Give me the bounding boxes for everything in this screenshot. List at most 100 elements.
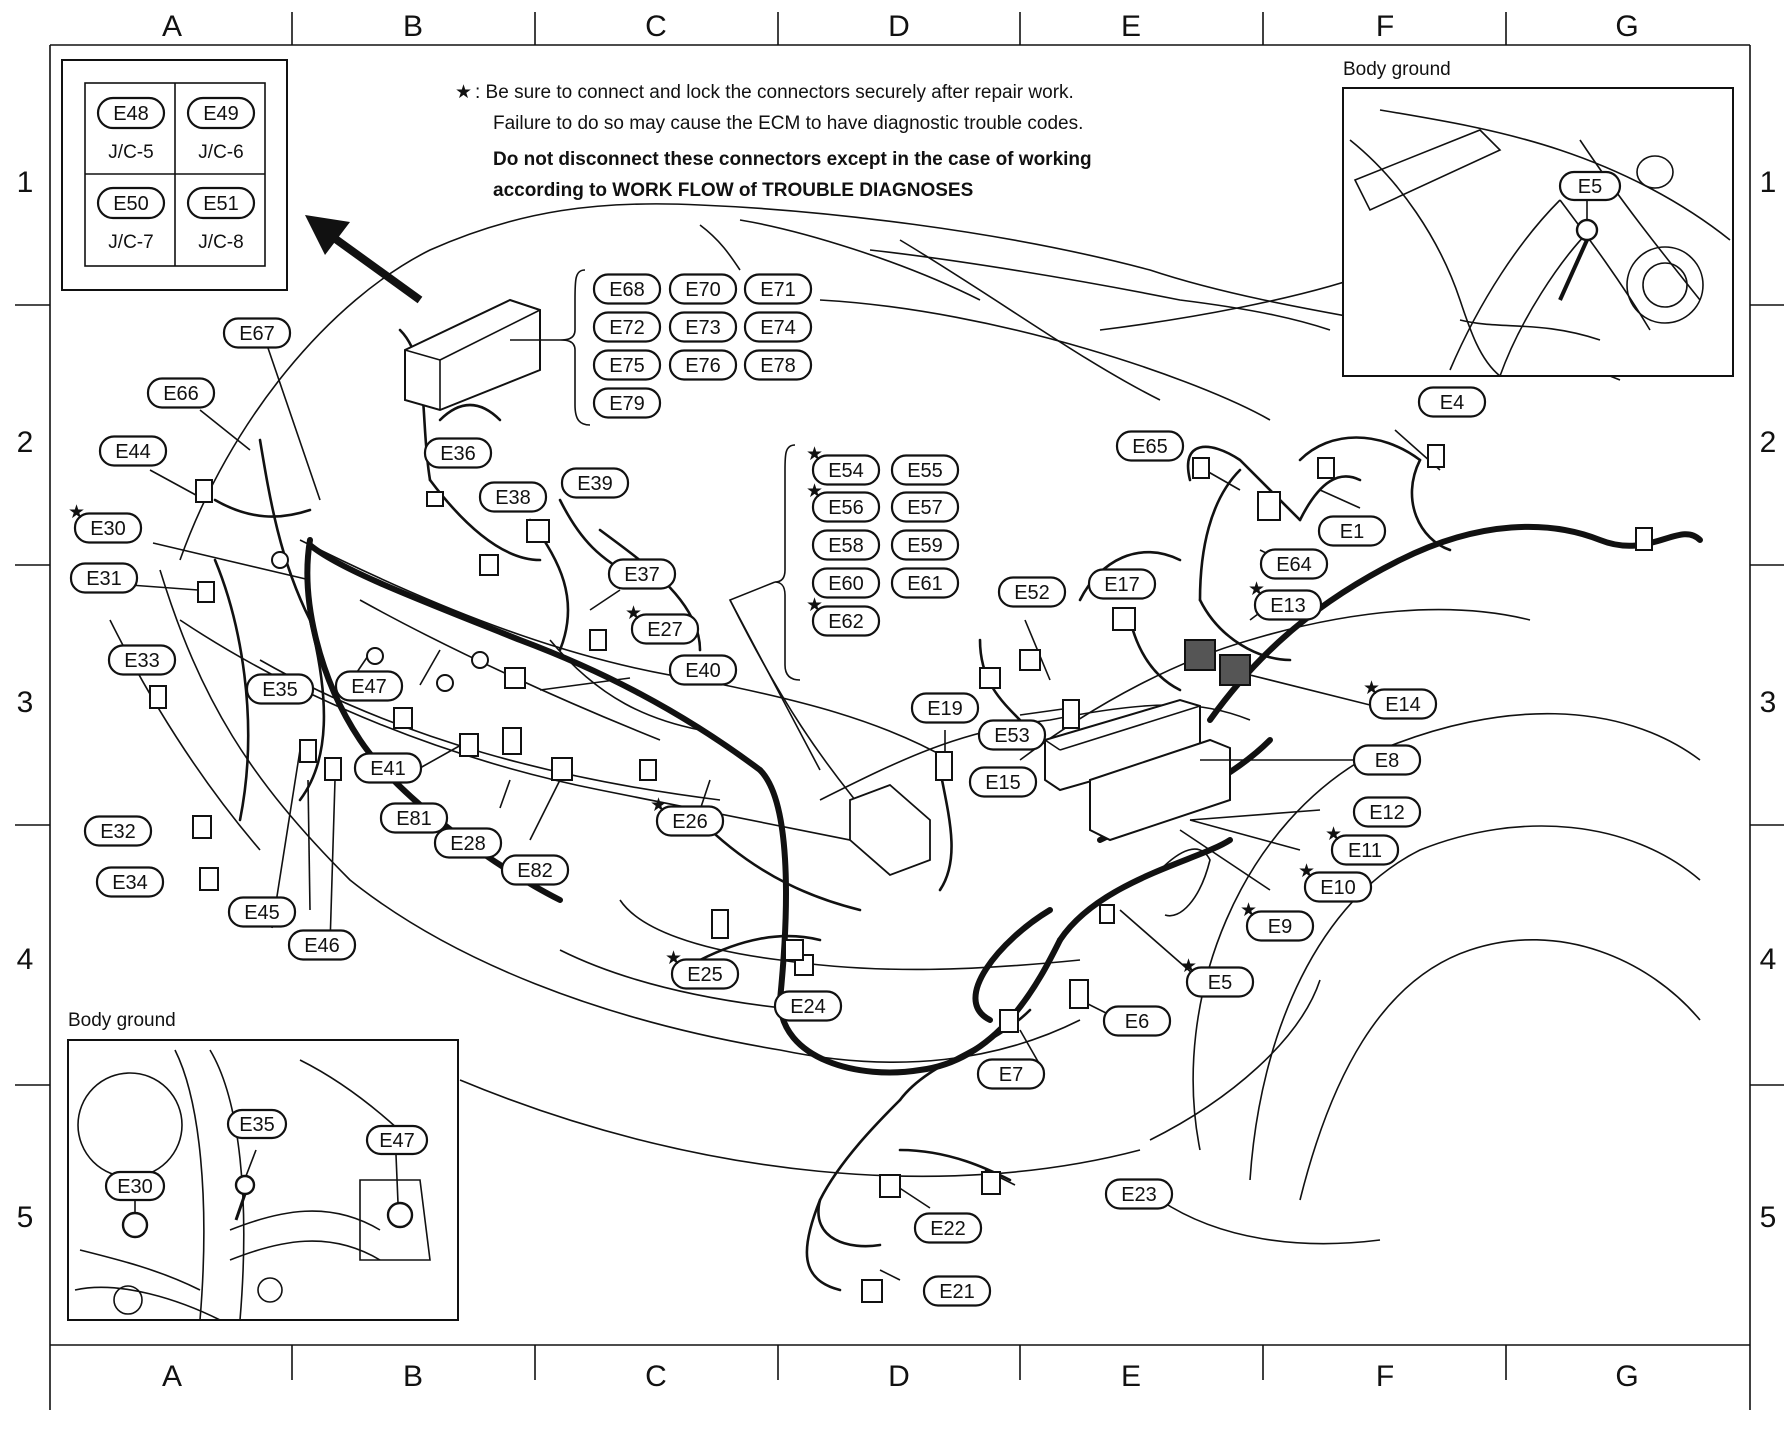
connector-pill <box>890 491 960 523</box>
row-labels-left: 1 2 3 4 5 <box>17 166 34 1234</box>
connector-label-e33: E33 <box>107 644 177 676</box>
connector-pill <box>1104 1178 1174 1210</box>
connector-id: E9 <box>1268 916 1292 938</box>
star-icon: ★ <box>625 603 642 624</box>
jc-label: J/C-7 <box>108 232 153 253</box>
connector-pill <box>743 311 813 343</box>
connector-id: E6 <box>1125 1011 1149 1033</box>
connector-pill <box>592 273 662 305</box>
grid-col-label: D <box>888 1360 910 1393</box>
connector-label-e57: E57 <box>890 491 960 523</box>
grid-col-label: A <box>162 10 182 43</box>
connector-pill <box>379 802 449 834</box>
connector-pill <box>1417 386 1487 418</box>
connector-id: E47 <box>379 1130 415 1152</box>
connector-label-e78: E78 <box>743 349 813 381</box>
connector-label-e9: E9★ <box>1240 900 1315 942</box>
connector-pill <box>69 562 139 594</box>
connector-pill <box>976 1058 1046 1090</box>
connector-label-e61: E61 <box>890 567 960 599</box>
connector-label-e58: E58 <box>811 529 881 561</box>
connector-id: E31 <box>86 568 122 590</box>
connector-pill <box>607 558 677 590</box>
connector-pill <box>146 377 216 409</box>
connector-label-e13: E13★ <box>1248 579 1323 621</box>
grid-row-label: 4 <box>17 943 34 976</box>
jc-cell: E51 J/C-8 <box>186 186 256 253</box>
grid-col-label: D <box>888 10 910 43</box>
connector-pill <box>890 529 960 561</box>
body-ground-inset-bottom: Body ground E35 E30 E47 <box>67 1010 459 1321</box>
connector-label-e35: E35 <box>245 673 315 705</box>
connector-pill <box>592 349 662 381</box>
connector-pill <box>1087 568 1157 600</box>
connector-pill <box>890 567 960 599</box>
star-icon: ★ <box>806 481 823 502</box>
connector-id: E62 <box>828 611 864 633</box>
connector-id: E25 <box>687 964 723 986</box>
connector-id: E36 <box>440 443 476 465</box>
connector-pill <box>287 929 357 961</box>
connector-pill <box>98 435 168 467</box>
grid-frame <box>15 12 1784 1410</box>
connector-pill <box>811 605 881 637</box>
connector-pill <box>890 454 960 486</box>
connector-label-e15: E15 <box>968 766 1038 798</box>
connector-label-e45: E45 <box>227 896 297 928</box>
connector-pill <box>913 1212 983 1244</box>
connector-pill <box>910 692 980 724</box>
connector-id: E50 <box>113 193 149 215</box>
connector-label-e24: E24 <box>773 990 843 1022</box>
connector-id: E67 <box>239 323 275 345</box>
connector-label-e53: E53 <box>977 719 1047 751</box>
connector-label-e40: E40 <box>668 654 738 686</box>
row-labels-right: 1 2 3 4 5 <box>1760 166 1777 1234</box>
connector-label-e60: E60 <box>811 567 881 599</box>
connector-id: E73 <box>685 317 721 339</box>
jc-cell: E48 J/C-5 <box>96 96 166 163</box>
connector-pill <box>968 766 1038 798</box>
connector-pill <box>997 576 1067 608</box>
connector-pill <box>1253 589 1323 621</box>
connector-label-e81: E81 <box>379 802 449 834</box>
connector-id: E5 <box>1208 972 1232 994</box>
connector-id: E70 <box>685 279 721 301</box>
connector-pill <box>433 827 503 859</box>
connector-label-e4: E4 <box>1417 386 1487 418</box>
connector-id: E55 <box>907 460 943 482</box>
connector-label-e19: E19 <box>910 692 980 724</box>
connector-pill <box>353 752 423 784</box>
connector-label-e56: E56★ <box>806 481 881 523</box>
connector-id: E4 <box>1440 392 1464 414</box>
connector-id: E68 <box>609 279 645 301</box>
connector-id: E81 <box>396 808 432 830</box>
star-symbol: ★ <box>455 82 472 103</box>
connector-label-e37: E37 <box>607 558 677 590</box>
grid-col-label: B <box>403 1360 423 1393</box>
connector-label-e17: E17 <box>1087 568 1157 600</box>
connector-label-e38: E38 <box>478 481 548 513</box>
connector-label-e1: E1 <box>1317 515 1387 547</box>
connector-pill <box>500 854 570 886</box>
jc-label: J/C-6 <box>198 142 243 163</box>
connector-id: E44 <box>115 441 151 463</box>
grid-row-label: 2 <box>17 426 34 459</box>
inset-title: Body ground <box>68 1010 176 1031</box>
connector-id: E23 <box>1121 1184 1157 1206</box>
connector-label-e74: E74 <box>743 311 813 343</box>
vehicle-body-outline <box>109 203 1701 1245</box>
connector-id: E66 <box>163 383 199 405</box>
connector-label-e34: E34 <box>95 866 165 898</box>
grid-row-label: 5 <box>17 1201 34 1234</box>
junction-connector-box: E48 J/C-5 E49 J/C-6 E50 J/C-7 E51 J/C-8 <box>61 59 288 291</box>
connector-id: E46 <box>304 935 340 957</box>
connector-id: E82 <box>517 860 553 882</box>
connector-id: E15 <box>985 772 1021 794</box>
connector-id: E24 <box>790 996 826 1018</box>
arrow-to-jc-box <box>305 215 423 304</box>
grid-col-label: G <box>1615 10 1638 43</box>
connector-pill <box>655 805 725 837</box>
connector-plugs <box>149 444 1653 1303</box>
grid-row-label: 2 <box>1760 426 1777 459</box>
connector-pill <box>1102 1005 1172 1037</box>
